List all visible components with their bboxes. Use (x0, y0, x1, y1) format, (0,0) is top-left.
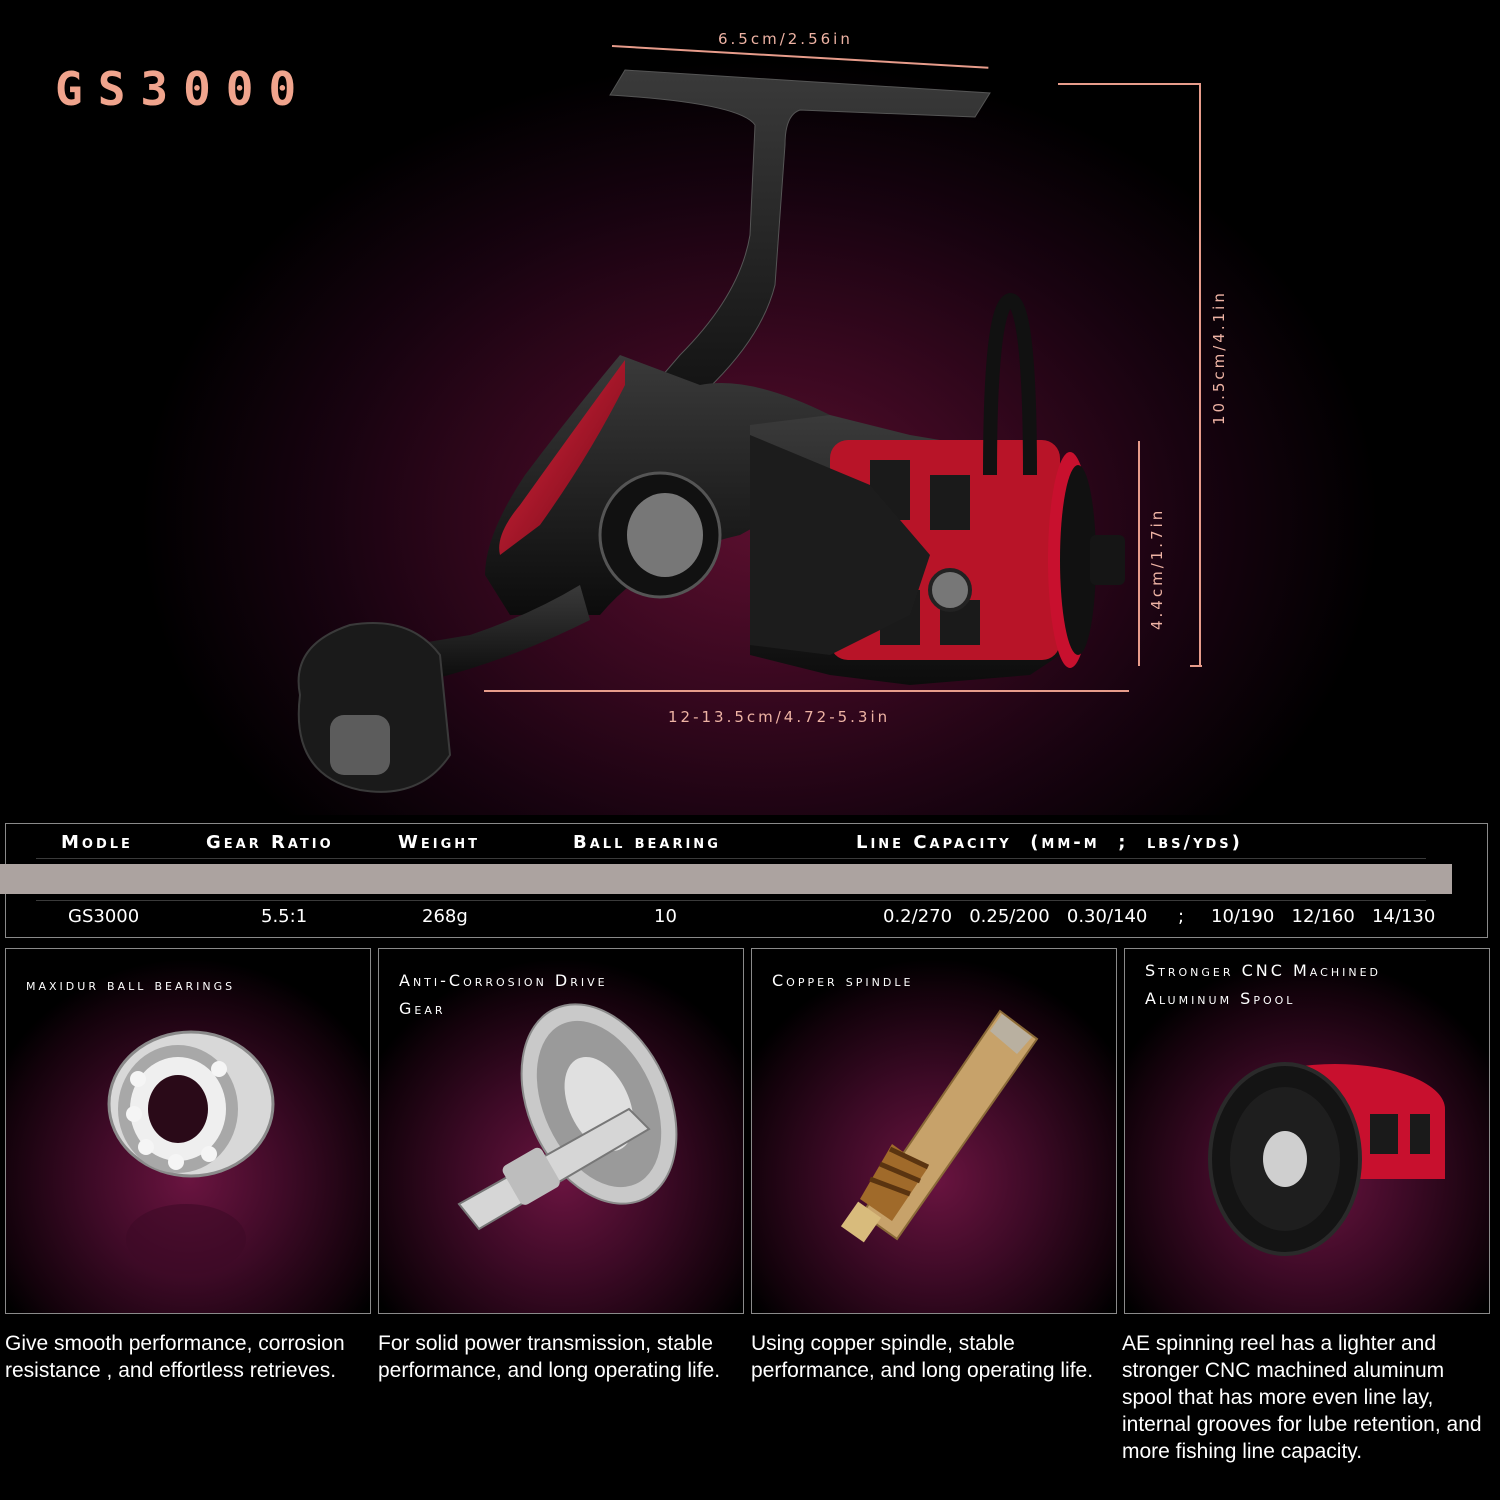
copper-spindle-icon (840, 1009, 1039, 1243)
length-line (484, 690, 1129, 692)
spec-header-weight: Weight (398, 832, 480, 853)
spec-header-ball-bearing: Ball bearing (573, 832, 721, 853)
feature-panel-drive-gear: Anti-Corrosion Drive Gear (378, 948, 744, 1314)
feature-panel-copper-spindle: Copper spindle (751, 948, 1117, 1314)
spec-line-mm: 0.2/270 0.25/200 0.30/140 (883, 906, 1148, 927)
spec-ball-bearing: 10 (654, 906, 677, 927)
height-bottom-tick (1190, 665, 1202, 667)
ball-bearing-icon (107, 1030, 275, 1274)
feature-title-copper-spindle: Copper spindle (772, 971, 914, 990)
spec-separator: ; (1178, 906, 1185, 927)
spec-header-gear-ratio: Gear Ratio (206, 832, 334, 853)
length-label: 12-13.5cm/4.72-5.3in (668, 708, 891, 726)
spec-header-model: Modle (61, 832, 133, 853)
aluminum-spool-icon (1208, 1062, 1445, 1256)
height-total-line (1199, 83, 1201, 667)
feature-title-ball-bearings: maxidur ball bearings (26, 975, 236, 994)
height-spool-line (1138, 441, 1140, 666)
spec-data-row: GS3000 5.5:1 268g 10 0.2/270 0.25/200 0.… (6, 906, 1487, 932)
spec-header-line-capacity: Line Capacity (mm-m ; lbs/yds) (856, 832, 1243, 853)
hero-section: GS3000 6.5cm/2.56in 10.5cm/4.1in 4.4cm/1… (0, 0, 1500, 815)
spec-band (0, 864, 1452, 894)
feature-title-aluminum-spool: Stronger CNC Machined Aluminum Spool (1145, 961, 1381, 1008)
height-total-label: 10.5cm/4.1in (1210, 290, 1228, 425)
spec-divider-bottom (36, 900, 1426, 901)
spec-line-lbs: 10/190 12/160 14/130 (1211, 906, 1436, 927)
width-top-label: 6.5cm/2.56in (718, 30, 853, 48)
feature-desc-drive-gear: For solid power transmission, stable per… (378, 1332, 721, 1382)
spec-gear-ratio: 5.5:1 (261, 906, 308, 927)
spec-divider-top (36, 858, 1426, 859)
spec-header-row: Modle Gear Ratio Weight Ball bearing Lin… (6, 832, 1487, 862)
feature-title-drive-gear: Anti-Corrosion Drive Gear (399, 971, 608, 1018)
spec-model: GS3000 (68, 906, 140, 927)
feature-desc-copper-spindle: Using copper spindle, stable performance… (751, 1332, 1094, 1382)
drive-gear-icon (457, 1003, 678, 1231)
feature-panel-ball-bearings: maxidur ball bearings (5, 948, 371, 1314)
feature-panel-aluminum-spool: Stronger CNC Machined Aluminum Spool (1124, 948, 1490, 1314)
height-spool-label: 4.4cm/1.7in (1148, 507, 1166, 630)
height-top-tick (1058, 83, 1200, 85)
feature-desc-aluminum-spool: AE spinning reel has a lighter and stron… (1122, 1332, 1482, 1463)
feature-desc-ball-bearings: Give smooth performance, corrosion resis… (5, 1332, 345, 1382)
spinning-reel-illustration (297, 69, 1125, 793)
product-title: GS3000 (55, 62, 312, 116)
spec-weight: 268g (422, 906, 468, 927)
spec-table: Modle Gear Ratio Weight Ball bearing Lin… (0, 823, 1488, 938)
